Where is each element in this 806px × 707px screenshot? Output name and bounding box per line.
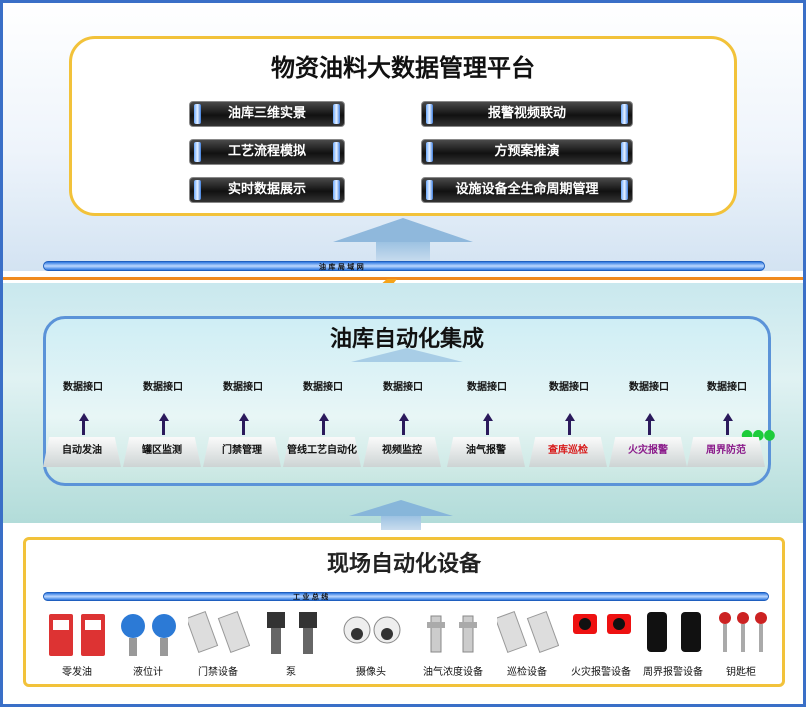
perimeter-alarm-icon <box>643 608 705 662</box>
industrial-bus-label: 工 业 总 线 <box>293 593 329 601</box>
depot-lan-label: 油 库 局 域 网 <box>319 263 364 271</box>
device-label: 油气浓度设备 <box>423 667 483 678</box>
access-control-icon <box>185 608 251 662</box>
interface-label: 数据接口 <box>549 382 589 393</box>
up-arrow-field <box>349 500 453 530</box>
platform-button-alarm-video[interactable]: 报警视频联动 <box>421 101 633 127</box>
pump-icon <box>261 608 323 662</box>
platform-button-lifecycle[interactable]: 设施设备全生命周期管理 <box>421 177 633 203</box>
interface-box: 数据接口 <box>125 379 201 405</box>
subsystem-box[interactable]: 周界防范 <box>687 437 765 467</box>
up-arrow-to-platform <box>333 218 473 262</box>
subsystem-box[interactable]: 自动发油 <box>43 437 121 467</box>
orange-divider <box>3 277 803 280</box>
integration-title: 油库自动化集成 <box>329 327 484 352</box>
interface-label: 数据接口 <box>467 382 507 393</box>
interface-label: 数据接口 <box>223 382 263 393</box>
device-label: 火灾报警设备 <box>571 667 631 678</box>
interface-label: 数据接口 <box>707 382 747 393</box>
platform-button-plan-drill[interactable]: 方预案推演 <box>421 139 633 165</box>
interface-box: 数据接口 <box>205 379 281 405</box>
subsystem-box[interactable]: 视频监控 <box>363 437 441 467</box>
platform-title: 物资油料大数据管理平台 <box>271 54 535 82</box>
subsystem-box[interactable]: 管线工艺自动化 <box>283 437 361 467</box>
level-gauge-icon <box>118 608 180 662</box>
subsystem-label: 管线工艺自动化 <box>287 445 357 456</box>
subsystem-label: 周界防范 <box>706 445 746 456</box>
interface-label: 数据接口 <box>383 382 423 393</box>
interface-label: 数据接口 <box>63 382 103 393</box>
platform-button-3d-scene[interactable]: 油库三维实景 <box>189 101 345 127</box>
key-cabinet-icon <box>711 608 773 662</box>
interface-box: 数据接口 <box>365 379 441 405</box>
interface-box: 数据接口 <box>449 379 525 405</box>
up-arrow-integration <box>351 348 463 362</box>
inspection-device-icon <box>494 608 560 662</box>
interface-box: 数据接口 <box>611 379 687 405</box>
interface-box: 数据接口 <box>531 379 607 405</box>
fire-alarm-icon <box>571 608 633 662</box>
interface-label: 数据接口 <box>143 382 183 393</box>
interface-box: 数据接口 <box>45 379 121 405</box>
device-label: 周界报警设备 <box>643 667 703 678</box>
subsystem-label: 火灾报警 <box>628 445 668 456</box>
device-label: 泵 <box>286 667 296 678</box>
camera-icon <box>341 608 403 662</box>
device-label: 液位计 <box>133 667 163 678</box>
subsystem-label: 油气报警 <box>466 445 506 456</box>
depot-lan-bar <box>43 261 765 271</box>
subsystem-box[interactable]: 油气报警 <box>447 437 525 467</box>
device-label: 门禁设备 <box>198 667 238 678</box>
subsystem-box[interactable]: 火灾报警 <box>609 437 687 467</box>
subsystem-label: 门禁管理 <box>222 445 262 456</box>
subsystem-label: 视频监控 <box>382 445 422 456</box>
subsystem-box[interactable]: 查库巡检 <box>529 437 607 467</box>
subsystem-label: 罐区监测 <box>142 445 182 456</box>
field-title: 现场自动化设备 <box>326 552 481 577</box>
platform-button-realtime-data[interactable]: 实时数据展示 <box>189 177 345 203</box>
interface-label: 数据接口 <box>303 382 343 393</box>
subsystem-label: 查库巡检 <box>548 445 588 456</box>
industrial-bus-bar <box>43 592 769 601</box>
device-label: 摄像头 <box>356 667 386 678</box>
gas-detector-icon <box>423 608 485 662</box>
fuel-dispenser-icon <box>47 608 109 662</box>
device-label: 钥匙柜 <box>726 667 756 678</box>
subsystem-box[interactable]: 罐区监测 <box>123 437 201 467</box>
subsystem-label: 自动发油 <box>62 445 102 456</box>
platform-button-process-simulation[interactable]: 工艺流程模拟 <box>189 139 345 165</box>
device-label: 巡检设备 <box>507 667 547 678</box>
subsystem-box[interactable]: 门禁管理 <box>203 437 281 467</box>
interface-box: 数据接口 <box>689 379 765 405</box>
interface-label: 数据接口 <box>629 382 669 393</box>
device-label: 零发油 <box>62 667 92 678</box>
interface-box: 数据接口 <box>285 379 361 405</box>
